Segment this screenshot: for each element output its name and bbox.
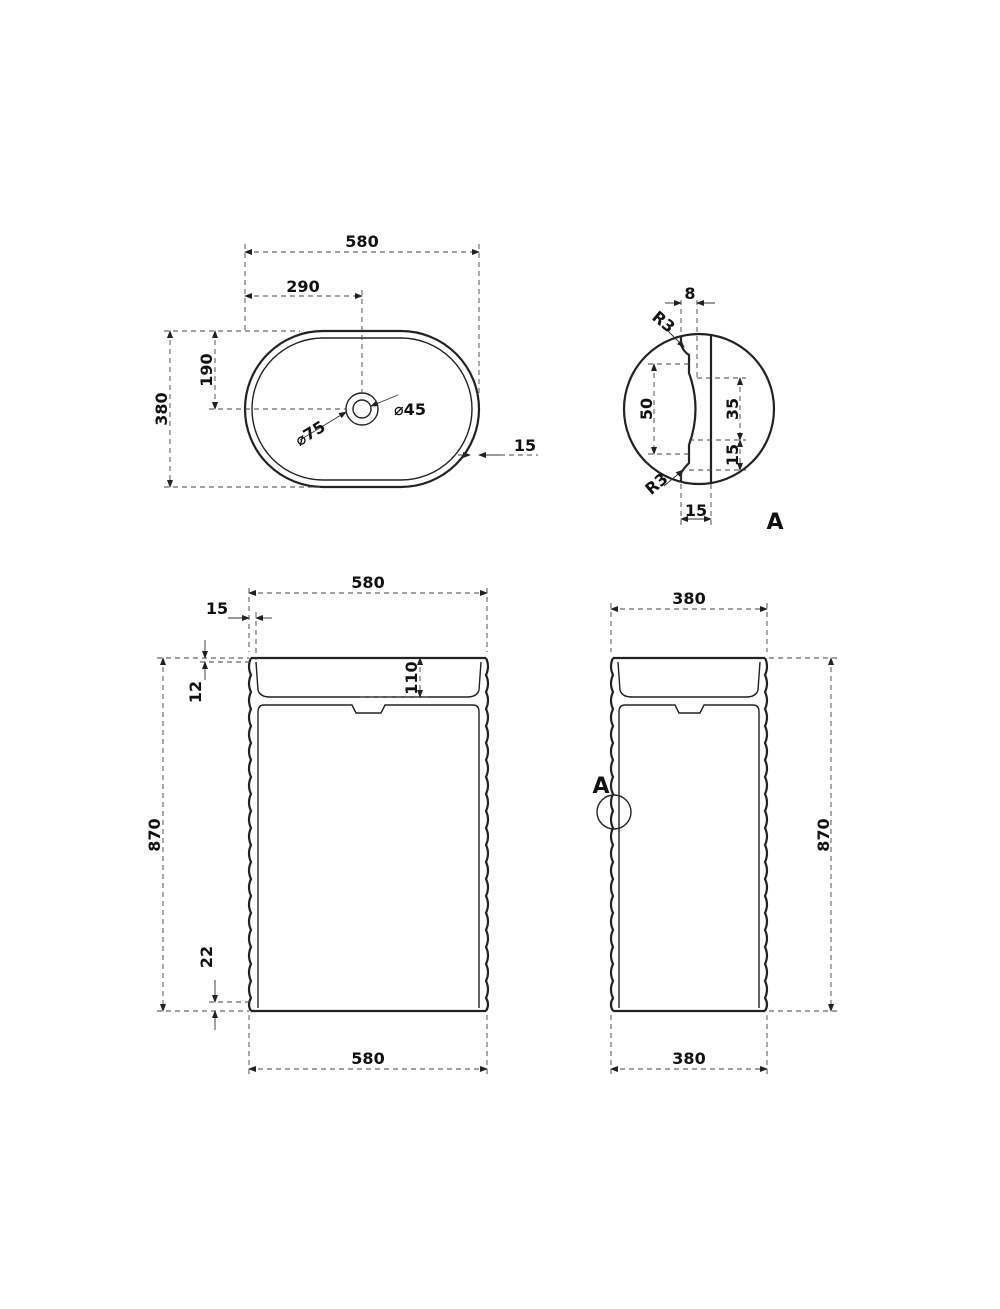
label-side-bottom-width: 380 xyxy=(672,1049,705,1068)
label-side-top-width: 380 xyxy=(672,589,705,608)
label-depth: 380 xyxy=(152,392,171,425)
label-groove-depth: 8 xyxy=(684,284,695,303)
label-half-depth: 190 xyxy=(197,353,216,386)
label-radius-top: R3 xyxy=(648,307,678,337)
label-half-width: 290 xyxy=(286,277,319,296)
front-right-wall xyxy=(484,657,490,1012)
callout-label: A xyxy=(592,774,609,799)
groove-profile xyxy=(679,336,697,482)
drain-inner-circle xyxy=(352,399,372,419)
front-bowl xyxy=(255,661,482,698)
front-cabinet xyxy=(257,704,480,1008)
label-side-height: 870 xyxy=(814,818,833,851)
front-view: 580 15 12 110 870 22 580 xyxy=(145,573,490,1075)
label-base: 22 xyxy=(197,946,216,968)
label-bowl-depth: 110 xyxy=(402,661,421,694)
label-front-height: 870 xyxy=(145,818,164,851)
label-drain-outer: ⌀75 xyxy=(292,417,329,450)
label-drain-inner: ⌀45 xyxy=(394,400,426,419)
detail-circle xyxy=(622,332,776,486)
label-front-bottom-width: 580 xyxy=(351,1049,384,1068)
side-bowl xyxy=(617,661,761,698)
label-radius-bottom: R3 xyxy=(641,469,671,499)
label-groove-inner: 35 xyxy=(723,398,742,420)
label-groove-height: 50 xyxy=(637,398,656,420)
callout-circle xyxy=(596,794,632,830)
side-view: A 380 870 380 xyxy=(592,589,837,1075)
side-left-wall xyxy=(609,657,615,1012)
label-lip: 15 xyxy=(723,444,742,466)
label-top-width: 580 xyxy=(345,232,378,251)
side-right-wall xyxy=(763,657,769,1012)
dim-radius-bottom xyxy=(663,469,684,487)
dim-drain-inner xyxy=(370,394,399,407)
label-rim-gap: 12 xyxy=(186,681,205,703)
detail-label: A xyxy=(766,510,783,535)
dim-radius-top xyxy=(663,326,685,348)
top-view: 580 290 380 190 ⌀75 ⌀45 15 xyxy=(152,232,538,489)
dim-drain-outer xyxy=(299,411,347,441)
side-cabinet xyxy=(618,704,760,1008)
label-pitch: 15 xyxy=(685,501,707,520)
detail-a-view: 8 R3 R3 50 35 15 15 A xyxy=(622,284,784,535)
label-rim: 15 xyxy=(514,436,536,455)
label-front-top-width: 580 xyxy=(351,573,384,592)
front-left-wall xyxy=(247,657,253,1012)
label-front-wall: 15 xyxy=(206,599,228,618)
drain-outer-circle xyxy=(345,392,379,426)
